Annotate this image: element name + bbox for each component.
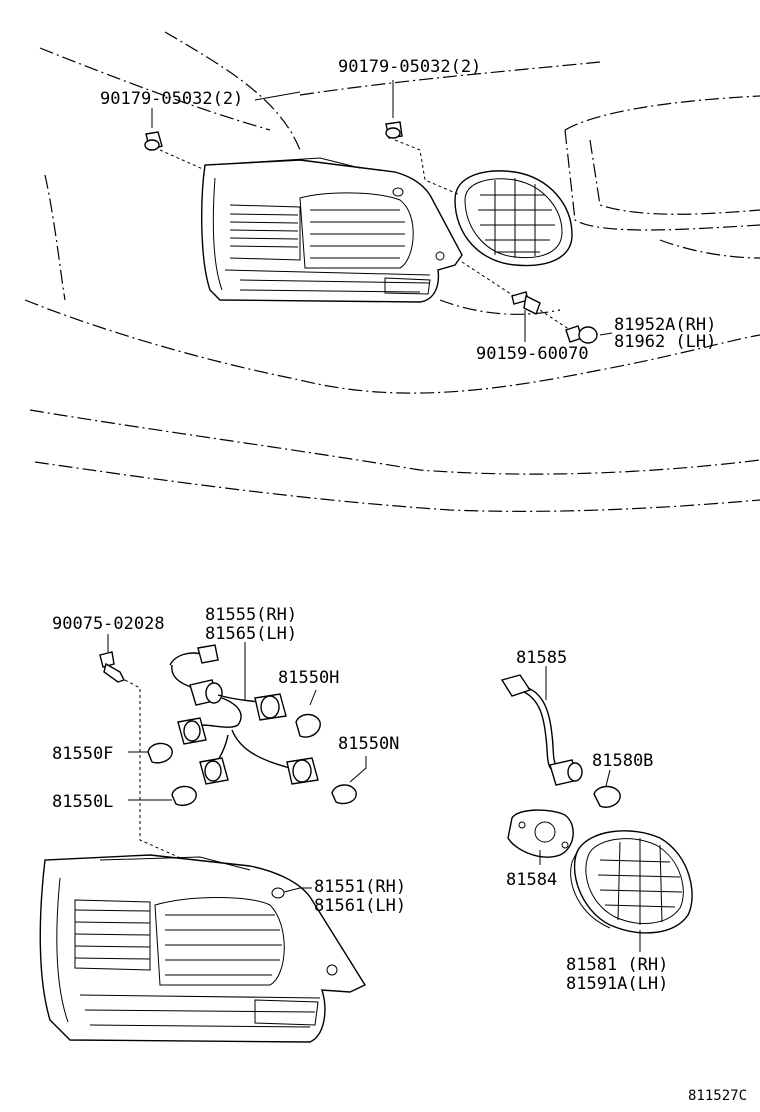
screw-upper-icon <box>461 261 541 315</box>
clip-upper-left-icon <box>144 131 206 171</box>
label-clip-upper-right: 90179-05032(2) <box>338 57 481 77</box>
label-screw-upper: 90159-60070 <box>476 344 589 364</box>
label-socket-wire-rh: 81555(RH) <box>205 605 297 625</box>
label-lamp-lh: 81561(LH) <box>314 896 406 916</box>
label-side-lamp-lh: 81591A(LH) <box>566 974 668 994</box>
side-gasket-icon <box>507 809 574 858</box>
leader-line <box>349 756 367 783</box>
upper-side-lens <box>454 170 573 267</box>
screw-lower-icon <box>99 651 186 861</box>
bulb-f-icon <box>147 742 173 764</box>
label-bulb-n: 81550N <box>338 734 399 754</box>
side-marker-wire <box>500 674 583 786</box>
diagram-code: 811527C <box>688 1088 747 1104</box>
leader-line <box>254 91 301 101</box>
label-side-bulb: 81580B <box>592 751 653 771</box>
label-screw-lower: 90075-02028 <box>52 614 165 634</box>
label-bulb-upper-rh: 81952A(RH) <box>614 315 716 335</box>
label-bulb-upper-lh: 81962 (LH) <box>614 332 716 352</box>
label-side-wire: 81585 <box>516 648 567 668</box>
label-bulb-h: 81550H <box>278 668 339 688</box>
bulb-n-icon <box>331 784 357 805</box>
label-side-gasket: 81584 <box>506 870 557 890</box>
bulb-l-icon <box>171 785 197 807</box>
side-bulb-icon <box>593 785 621 808</box>
label-bulb-l: 81550L <box>52 792 113 812</box>
vehicle-body-outline <box>24 31 760 512</box>
label-side-lamp-rh: 81581 (RH) <box>566 955 668 975</box>
leader-line <box>599 332 613 336</box>
clip-upper-right-icon <box>385 121 461 196</box>
leader-line <box>309 689 317 706</box>
leader-line <box>605 769 611 787</box>
side-lamp-icon <box>570 830 693 934</box>
label-bulb-f: 81550F <box>52 744 113 764</box>
lower-tail-lamp <box>39 854 367 1043</box>
bulb-h-icon <box>295 713 321 738</box>
label-clip-upper-left: 90179-05032(2) <box>100 89 243 109</box>
leader-line <box>283 887 312 893</box>
label-lamp-rh: 81551(RH) <box>314 877 406 897</box>
bulb-upper-icon <box>539 309 598 344</box>
socket-wire-harness <box>169 644 319 785</box>
label-socket-wire-lh: 81565(LH) <box>205 624 297 644</box>
upper-tail-lamp <box>201 157 463 303</box>
